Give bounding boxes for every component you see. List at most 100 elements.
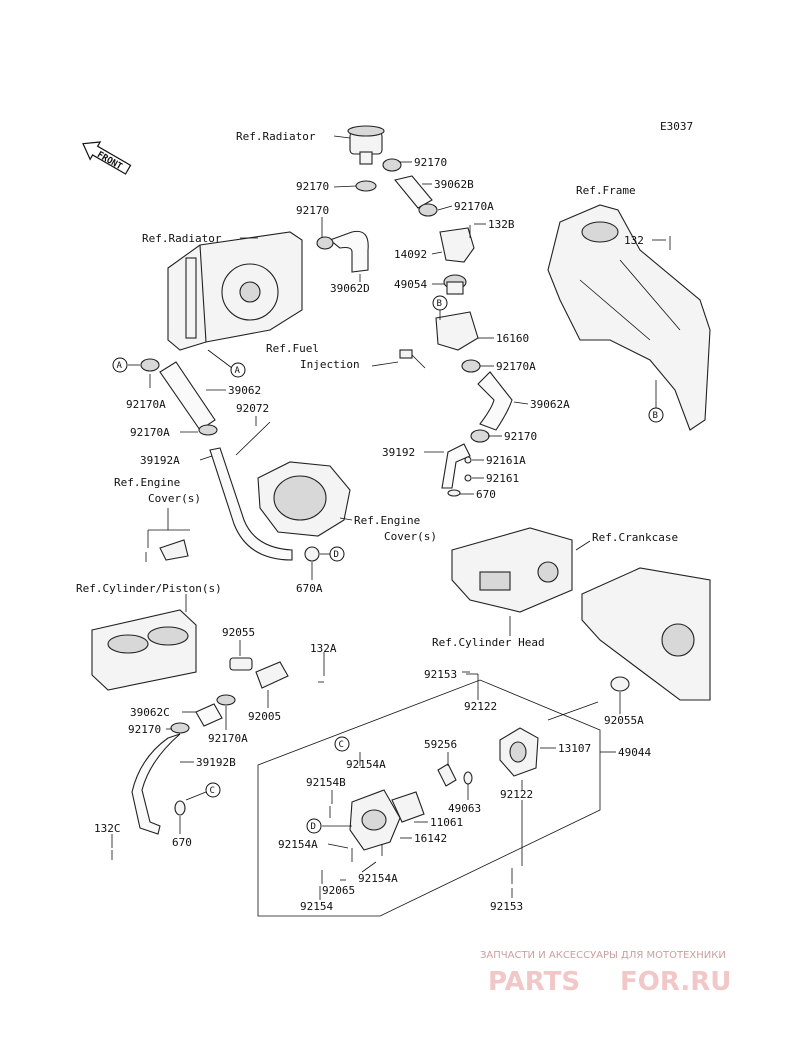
pipe-39192a: [209, 447, 293, 561]
hose-39062: [159, 361, 216, 431]
fitting-92005: [255, 661, 289, 689]
label-ref-engine-cover-2b: Cover(s): [384, 530, 437, 543]
label-49063: 49063: [448, 802, 481, 815]
label-132a: 132A: [310, 642, 337, 655]
label-132b: 132B: [488, 218, 515, 231]
watermark-brand-right: FOR.RU: [620, 967, 731, 997]
svg-text:D: D: [334, 550, 339, 560]
pipe-39192: [441, 443, 471, 489]
label-ref-frame: Ref.Frame: [576, 184, 636, 197]
pipe-39192b: [131, 733, 181, 835]
thermostat-cover-14092: [439, 227, 475, 263]
label-670: 670: [172, 836, 192, 849]
o-ring-670a: [304, 546, 320, 562]
label-92170: 92170: [504, 430, 537, 443]
clamp-92170a-upper: [418, 203, 438, 217]
svg-text:C: C: [339, 740, 344, 750]
label-39192a: 39192A: [140, 454, 180, 467]
label-39062d: 39062D: [330, 282, 370, 295]
label-39192b: 39192B: [196, 756, 236, 769]
front-arrow-icon: FRONT: [82, 141, 132, 175]
thermostat-49054: [443, 274, 467, 295]
label-ref-crankcase: Ref.Crankcase: [592, 531, 678, 544]
label-92170a: 92170A: [126, 398, 166, 411]
crankcase: [581, 567, 711, 701]
label-92055a: 92055A: [604, 714, 644, 727]
label-92055: 92055: [222, 626, 255, 639]
callout-a-left: A: [112, 357, 140, 373]
impeller-59256: [437, 763, 457, 787]
label-ref-radiator-top: Ref.Radiator: [236, 130, 316, 143]
label-49044: 49044: [618, 746, 651, 759]
frame-assembly: [547, 204, 711, 431]
o-ring-92055a: [610, 676, 630, 692]
clamp-92170-top: [382, 158, 402, 172]
cylinder-block: [91, 609, 197, 691]
label-ref-engine-cover-1b: Cover(s): [148, 492, 201, 505]
svg-text:A: A: [117, 361, 123, 371]
clamp-92170-lower: [170, 722, 190, 734]
label-92153: 92153: [490, 900, 523, 913]
label-132c: 132C: [94, 822, 121, 835]
washer-92161a: [464, 456, 472, 464]
pump-shaft-13107: [547, 701, 599, 721]
water-pump-group-frame: [257, 679, 601, 917]
label-16142: 16142: [414, 832, 447, 845]
label-92005: 92005: [248, 710, 281, 723]
label-39062a: 39062A: [530, 398, 570, 411]
label-92170: 92170: [296, 204, 329, 217]
gasket-92055: [229, 657, 253, 671]
label-injection: Injection: [300, 358, 360, 371]
radiator-assembly: [167, 231, 303, 351]
watermark-tagline: ЗАПЧАСТИ И АКСЕССУАРЫ ДЛЯ МОТОТЕХНИКИ: [480, 950, 726, 961]
watermark-brand-left: PARTS: [488, 967, 580, 997]
label-670: 670: [476, 488, 496, 501]
label-92154a: 92154A: [346, 758, 386, 771]
clamp-92170a-mid: [461, 359, 481, 373]
label-39192: 39192: [382, 446, 415, 459]
breather-92072: [235, 421, 271, 456]
hose-39062a: [477, 371, 513, 431]
label-39062: 39062: [228, 384, 261, 397]
label-49054: 49054: [394, 278, 427, 291]
label-670a: 670A: [296, 582, 323, 595]
label-92154a: 92154A: [358, 872, 398, 885]
label-92170: 92170: [414, 156, 447, 169]
label-92170a: 92170A: [496, 360, 536, 373]
label-ref-cylinder-head: Ref.Cylinder Head: [432, 636, 545, 649]
label-92154b: 92154B: [306, 776, 346, 789]
leader-lines: [111, 135, 666, 900]
label-14092: 14092: [394, 248, 427, 261]
label-92153: 92153: [424, 668, 457, 681]
radiator-filler-neck: [347, 125, 385, 165]
clamp-92170-left: [355, 180, 377, 192]
pump-cover-16142: [349, 789, 401, 851]
callout-b-frame: B: [648, 380, 664, 423]
clamp-92170a-lower: [216, 694, 236, 706]
pump-bolts: [321, 671, 513, 884]
svg-text:B: B: [437, 299, 442, 309]
label-ref-engine-cover-1a: Ref.Engine: [114, 476, 180, 489]
part-labels: Ref.Radiator 92170 92170 39062 B 92170 92…: [76, 130, 678, 913]
label-92170: 92170: [128, 723, 161, 736]
pump-housing-inner: [499, 727, 539, 777]
callout-a-radiator: A: [207, 349, 246, 378]
label-ref-radiator-left: Ref.Radiator: [142, 232, 222, 245]
clamp-92170a-left: [198, 424, 218, 436]
o-ring-670-upper: [447, 489, 461, 497]
thermostat-housing-16160: [435, 311, 479, 351]
label-39062c: 39062C: [130, 706, 170, 719]
bolt-92161: [464, 474, 472, 482]
svg-text:C: C: [210, 786, 215, 796]
label-92154a: 92154A: [278, 838, 318, 851]
label-92122: 92122: [500, 788, 533, 801]
hose-39062d: [328, 230, 369, 273]
label-ref-engine-cover-2a: Ref.Engine: [354, 514, 420, 527]
clamp-92170-lower-right: [470, 429, 490, 443]
label-92170a: 92170A: [130, 426, 170, 439]
label-92161a: 92161A: [486, 454, 526, 467]
label-92065: 92065: [322, 884, 355, 897]
label-92170: 92170: [296, 180, 329, 193]
